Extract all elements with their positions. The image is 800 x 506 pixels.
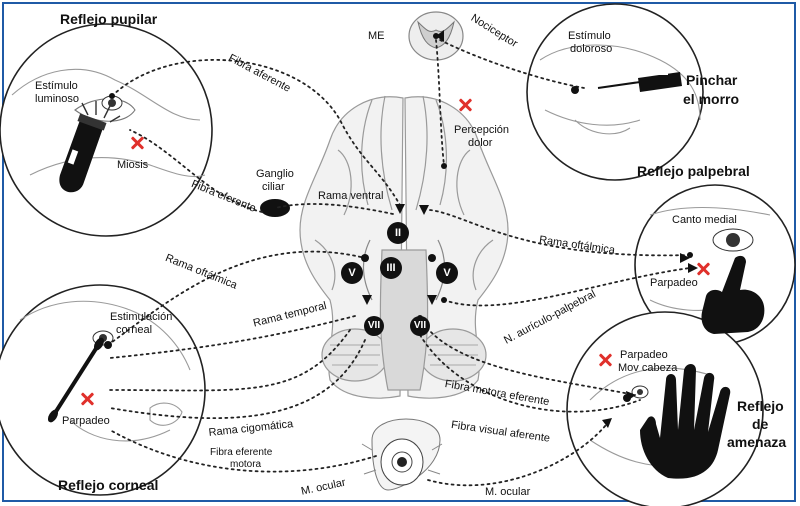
label-mov-cabeza: Mov cabeza	[618, 362, 678, 374]
label-fibra-eferente-motora-2: motora	[230, 459, 262, 470]
open-hand-icon	[640, 364, 731, 479]
inhibit-mark-palpebral	[696, 262, 710, 276]
label-parpadeo-amenaza: Parpadeo	[620, 349, 668, 361]
inhibit-mark-miosis	[130, 136, 144, 150]
label-percepcion: Percepción	[454, 124, 510, 136]
label-m-ocular-right: M. ocular	[485, 486, 531, 498]
inhibit-mark-percepcion	[458, 98, 472, 112]
nerve-vii-left-label: VII	[364, 316, 384, 336]
label-fibra-eferente-motora-1: Fibra eferente	[210, 447, 273, 458]
nerve-ii-label: II	[387, 222, 409, 244]
syringe-icon	[597, 72, 682, 92]
label-parpadeo-corneal: Parpadeo	[62, 415, 110, 427]
ganglio-ciliar-node	[260, 199, 290, 217]
corneal-circle	[0, 284, 206, 496]
label-corneal: corneal	[116, 324, 153, 336]
inhibit-mark-amenaza	[598, 353, 612, 367]
inhibit-mark-corneal	[80, 392, 94, 406]
title-reflejo-amenaza-2: de	[752, 416, 769, 432]
label-rama-ventral: Rama ventral	[318, 190, 384, 202]
title-reflejo-corneal: Reflejo corneal	[58, 477, 159, 493]
title-reflejo-amenaza-3: amenaza	[727, 434, 787, 450]
label-estimulo-luminoso-1: Estímulo	[35, 80, 78, 92]
pinchar-circle	[526, 3, 704, 181]
label-ciliar: ciliar	[262, 181, 285, 193]
label-estimulo-doloroso-2: doloroso	[570, 43, 613, 55]
label-me: ME	[368, 30, 385, 42]
label-estimulo-doloroso-1: Estímulo	[568, 30, 611, 42]
label-miosis: Miosis	[117, 159, 149, 171]
pointing-hand-icon	[701, 255, 765, 334]
pupilar-circle	[0, 23, 213, 237]
label-estimulacion: Estimulación	[110, 311, 173, 323]
nerve-iii-label: III	[380, 257, 402, 279]
title-el-morro: el morro	[683, 91, 740, 107]
label-estimulo-luminoso-2: luminoso	[35, 93, 80, 105]
label-canto-medial: Canto medial	[672, 214, 737, 226]
title-reflejo-pupilar: Reflejo pupilar	[60, 11, 158, 27]
flashlight-icon	[59, 101, 121, 193]
label-dolor: dolor	[468, 137, 493, 149]
label-parpadeo-palpebral: Parpadeo	[650, 277, 698, 289]
eye-icon	[361, 418, 443, 491]
cotton-swab-icon	[47, 337, 105, 423]
title-reflejo-amenaza-1: Reflejo	[737, 398, 784, 414]
nerve-v-right-label: V	[436, 262, 458, 284]
nerve-vii-right-label: VII	[410, 316, 430, 336]
label-ganglio: Ganglio	[256, 168, 294, 180]
nerve-v-left-label: V	[341, 262, 363, 284]
title-pinchar: Pinchar	[686, 72, 738, 88]
title-reflejo-palpebral: Reflejo palpebral	[637, 163, 750, 179]
